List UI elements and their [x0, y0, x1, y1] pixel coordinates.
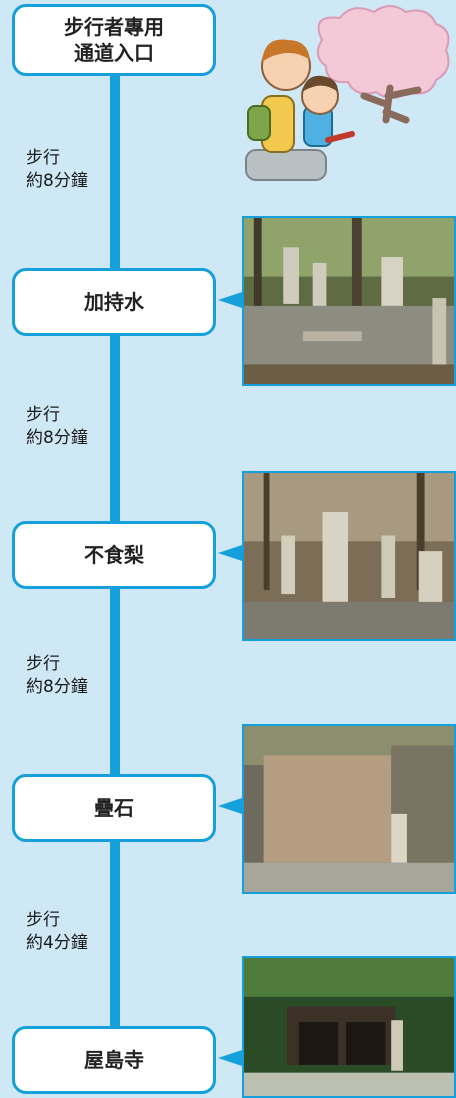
node-pedestrian-entrance: 步行者專用 通道入口 — [12, 4, 216, 76]
node-title-line-1: 步行者專用 — [64, 15, 164, 39]
node-title: 加持水 — [84, 290, 144, 314]
walk-duration: 約8分鐘 — [26, 170, 88, 191]
node-title: 不食梨 — [84, 543, 144, 567]
walk-time-4: 步行 約4分鐘 — [26, 909, 88, 955]
walk-time-1: 步行 約8分鐘 — [26, 147, 88, 193]
pointer-arrow-3 — [218, 798, 242, 814]
walk-time-3: 步行 約8分鐘 — [26, 653, 88, 699]
pointer-arrow-4 — [218, 1050, 242, 1066]
node-kajisui: 加持水 — [12, 268, 216, 336]
node-kuwazunashi: 不食梨 — [12, 521, 216, 589]
walk-duration: 約8分鐘 — [26, 427, 88, 448]
kajisui-photo — [242, 216, 456, 386]
walk-duration: 約8分鐘 — [26, 676, 88, 697]
node-title: 疊石 — [94, 796, 134, 820]
kuwazunashi-photo — [242, 471, 456, 641]
node-yashimaji: 屋島寺 — [12, 1026, 216, 1094]
walk-time-2: 步行 約8分鐘 — [26, 404, 88, 450]
pointer-arrow-1 — [218, 292, 242, 308]
yashimaji-photo — [242, 956, 456, 1098]
walk-label: 步行 — [26, 148, 60, 168]
walk-label: 步行 — [26, 654, 60, 674]
walk-duration: 約4分鐘 — [26, 932, 88, 953]
node-title-line-2: 通道入口 — [74, 41, 154, 65]
node-title: 屋島寺 — [84, 1048, 144, 1072]
pointer-arrow-2 — [218, 545, 242, 561]
node-tatamiishi: 疊石 — [12, 774, 216, 842]
tatamiishi-photo — [242, 724, 456, 894]
walk-label: 步行 — [26, 405, 60, 425]
hikers-illustration — [240, 0, 456, 184]
walk-label: 步行 — [26, 910, 60, 930]
